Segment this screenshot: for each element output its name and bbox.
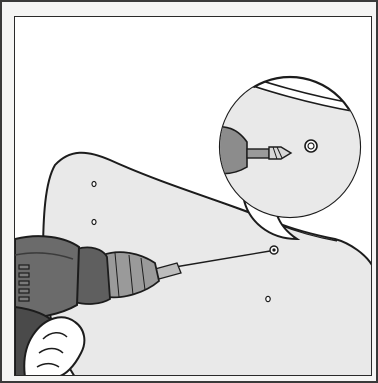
illustration-canvas [14,16,372,376]
target-hole-icon [270,246,278,254]
drilling-illustration [15,17,372,376]
